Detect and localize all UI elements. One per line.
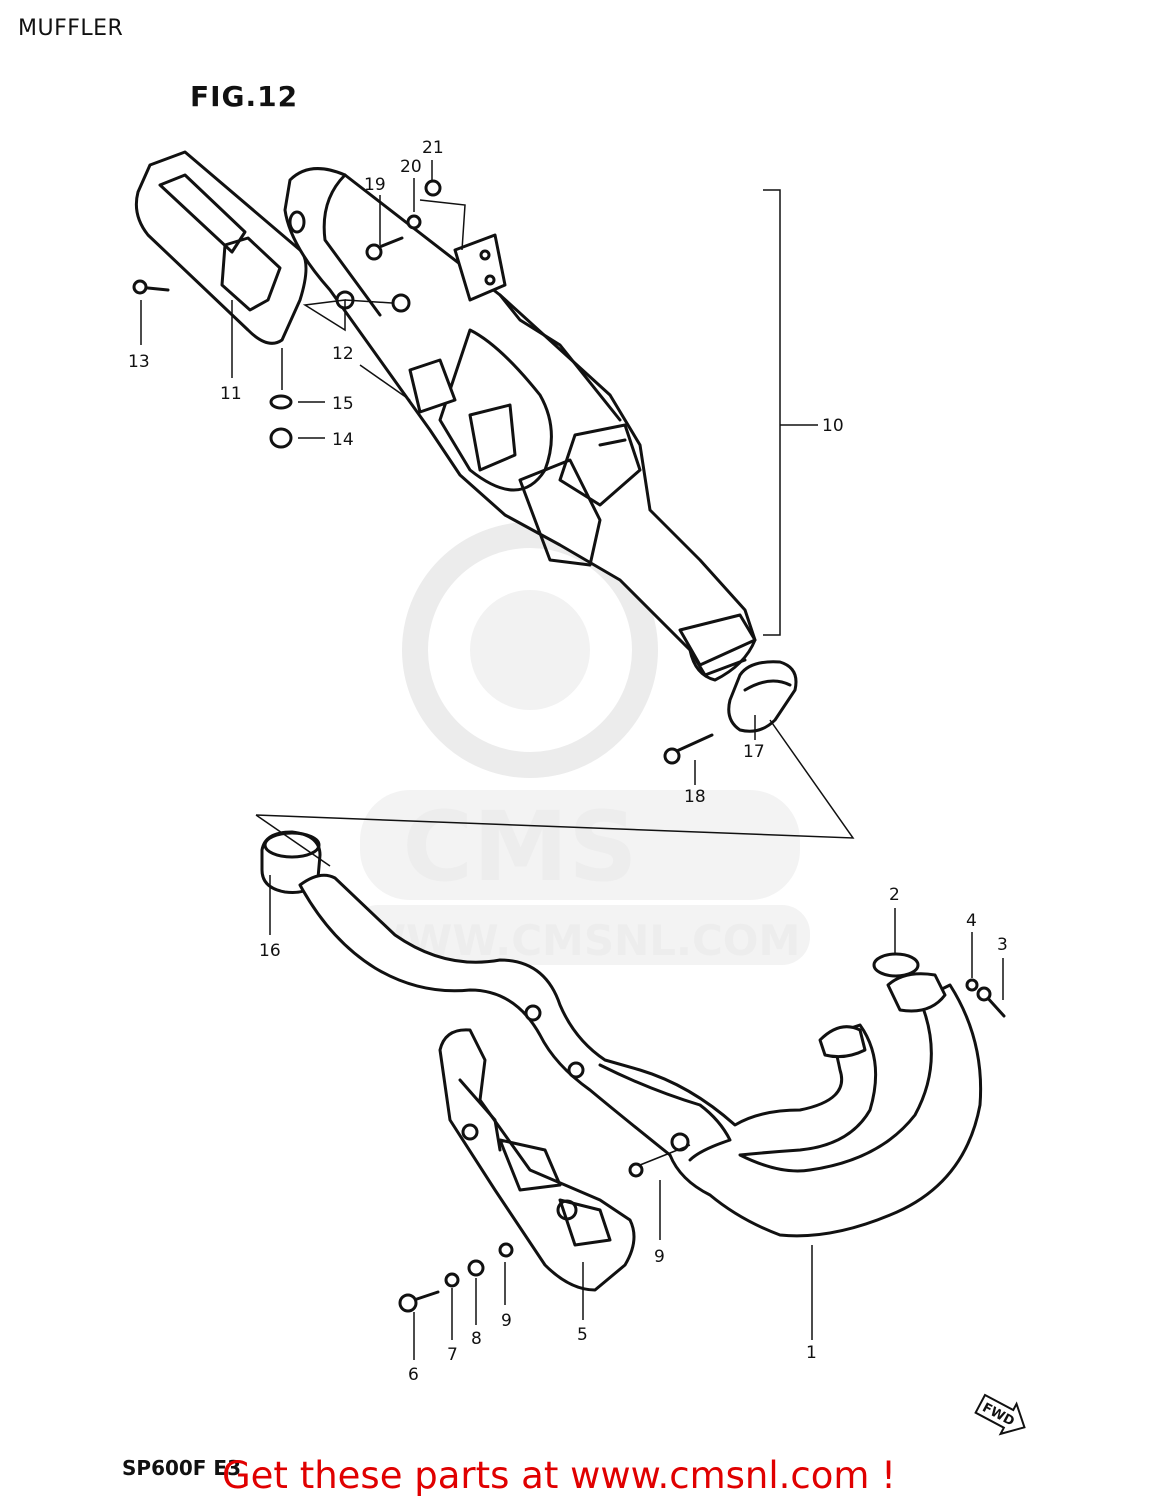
callout-5: 5 — [577, 1325, 588, 1345]
watermark: CMS WWW.CMSNL.COM — [350, 522, 810, 965]
callout-10: 10 — [822, 416, 844, 436]
callout-21: 21 — [422, 138, 444, 158]
callout-19: 19 — [364, 175, 386, 195]
callout-7: 7 — [447, 1345, 458, 1365]
part-17-clamp — [727, 660, 798, 733]
callout-20: 20 — [400, 157, 422, 177]
model-code: SP600F E3 — [122, 1456, 242, 1480]
callout-11: 11 — [220, 384, 242, 404]
part-18-bolt — [663, 733, 714, 765]
callout-15: 15 — [332, 394, 354, 414]
callout-labels: 21 20 19 13 12 11 15 14 10 17 18 16 2 4 … — [128, 138, 1008, 1385]
figure-label: FIG.12 — [190, 80, 299, 113]
watermark-brand: CMS — [402, 791, 637, 903]
callout-16: 16 — [259, 941, 281, 961]
promo-link[interactable]: Get these parts at www.cmsnl.com ! — [222, 1454, 897, 1497]
callout-12: 12 — [332, 344, 354, 364]
fwd-arrow-icon: FWD — [974, 1393, 1026, 1436]
part-5-exhaust-shield — [438, 1028, 636, 1292]
leader-lines — [140, 160, 1004, 1360]
callout-2: 2 — [889, 885, 900, 905]
callout-17: 17 — [743, 742, 765, 762]
callout-9-left: 9 — [501, 1311, 512, 1331]
callout-8: 8 — [471, 1329, 482, 1349]
page-title: MUFFLER — [18, 16, 124, 41]
callout-9-right: 9 — [654, 1247, 665, 1267]
callout-6: 6 — [408, 1365, 419, 1385]
callout-1: 1 — [806, 1343, 817, 1363]
hardware — [132, 179, 1006, 1313]
callout-13: 13 — [128, 352, 150, 372]
callout-3: 3 — [997, 935, 1008, 955]
part-1-exhaust-pipe — [298, 873, 983, 1238]
part-11-muffler-shield — [134, 150, 308, 345]
callout-18: 18 — [684, 787, 706, 807]
callout-4: 4 — [966, 911, 977, 931]
part-16-gasket — [260, 830, 322, 894]
callout-14: 14 — [332, 430, 354, 450]
